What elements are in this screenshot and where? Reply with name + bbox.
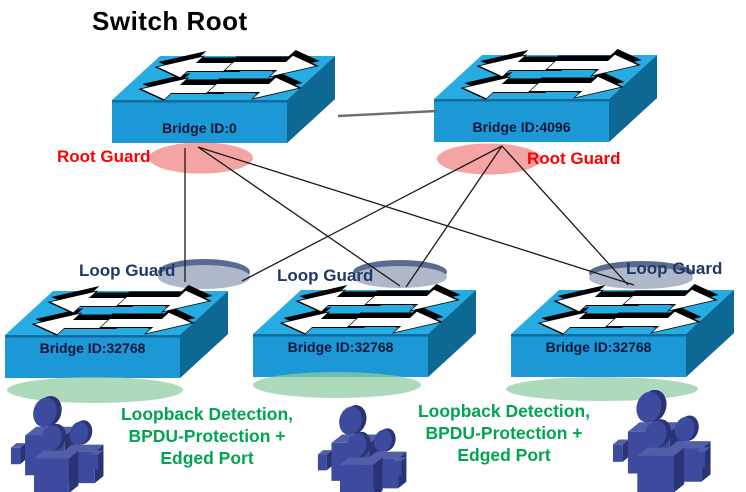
loopback-note-line: BPDU-Protection + xyxy=(128,426,286,446)
switch-icon-access-3 xyxy=(511,284,741,377)
lan-segment-ellipse-2 xyxy=(253,372,421,398)
link-root2-access3 xyxy=(501,145,629,286)
switch-icon-access-2 xyxy=(253,284,483,377)
bridge-id-label-root-primary: Bridge ID:0 xyxy=(162,120,237,136)
link-root1-access2 xyxy=(197,146,401,287)
root-guard-label-right: Root Guard xyxy=(527,149,621,168)
loopback-note-line: Edged Port xyxy=(457,445,551,465)
lan-segment-ellipse-3 xyxy=(506,377,698,401)
loopback-note-line: Loopback Detection, xyxy=(120,404,294,424)
bridge-id-label-root-secondary: Bridge ID:4096 xyxy=(472,119,571,135)
switch-icon-access-1 xyxy=(5,285,235,378)
loop-guard-label-3: Loop Guard xyxy=(626,259,723,278)
bridge-id-label-access-2: Bridge ID:32768 xyxy=(287,339,394,355)
link-root2-access2 xyxy=(405,145,503,288)
loopback-note-line: Edged Port xyxy=(160,448,254,468)
page-title: Switch Root xyxy=(92,6,248,36)
loop-guard-ellipse-2 xyxy=(353,260,447,288)
loopback-note-1: Loopback Detection, BPDU-Protection + Ed… xyxy=(87,403,327,469)
link-root2-access1 xyxy=(241,145,503,282)
root-guard-label-left: Root Guard xyxy=(57,147,151,166)
link-root1-root2 xyxy=(337,109,438,118)
bridge-id-label-access-1: Bridge ID:32768 xyxy=(39,340,146,356)
root-guard-ellipse-right xyxy=(437,143,541,175)
loopback-note-line: BPDU-Protection + xyxy=(425,423,583,443)
root-guard-ellipse-left xyxy=(149,142,253,174)
loopback-note-2: Loopback Detection, BPDU-Protection + Ed… xyxy=(384,400,624,466)
bridge-id-label-access-3: Bridge ID:32768 xyxy=(545,339,652,355)
topology-links xyxy=(184,109,635,288)
lan-segment-ellipse-1 xyxy=(7,377,183,403)
loop-guard-label-1: Loop Guard xyxy=(79,261,176,280)
user-group-icon-3 xyxy=(613,387,711,492)
link-root1-access3 xyxy=(197,146,635,286)
loopback-note-line: Loopback Detection, xyxy=(417,401,591,421)
loop-guard-label-2: Loop Guard xyxy=(277,266,374,285)
loop-guard-ellipse-1 xyxy=(158,259,250,289)
